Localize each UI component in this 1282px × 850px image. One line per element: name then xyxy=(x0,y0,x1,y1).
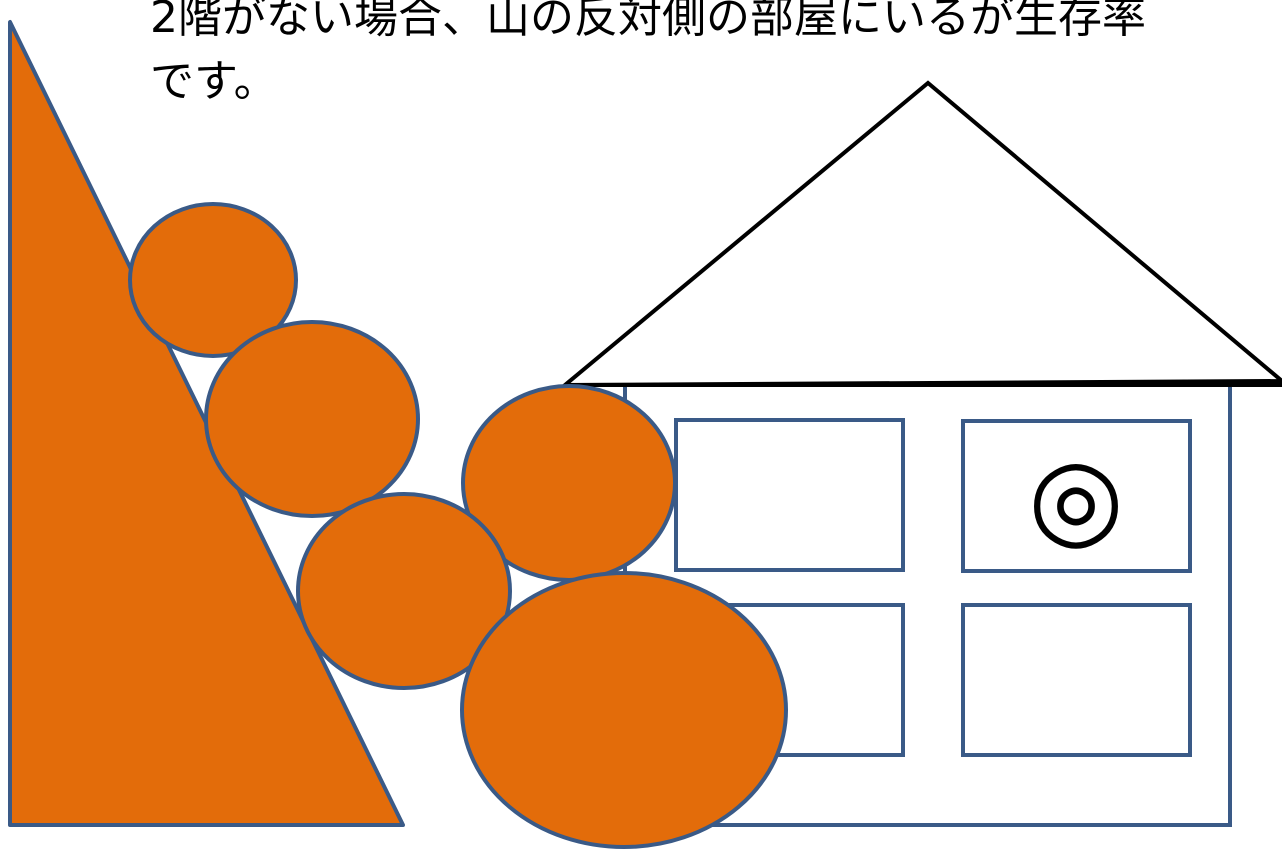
boulder-5 xyxy=(460,571,788,849)
house-roof xyxy=(559,80,1282,388)
boulder-4 xyxy=(296,492,512,690)
room-upper-left xyxy=(674,418,905,572)
boulder-1 xyxy=(128,202,298,358)
caption-line-2: です。 xyxy=(150,56,278,107)
safe-room-marker: ◎ xyxy=(1028,433,1124,561)
room-upper-right xyxy=(961,419,1192,573)
boulder-2 xyxy=(204,320,420,518)
caption-text: 2階がない場合、山の反対側の部屋にいるが生存率 です。 xyxy=(150,0,1282,114)
caption-line-1: 2階がない場合、山の反対側の部屋にいるが生存率 xyxy=(150,0,1146,43)
room-lower-right xyxy=(961,603,1192,757)
